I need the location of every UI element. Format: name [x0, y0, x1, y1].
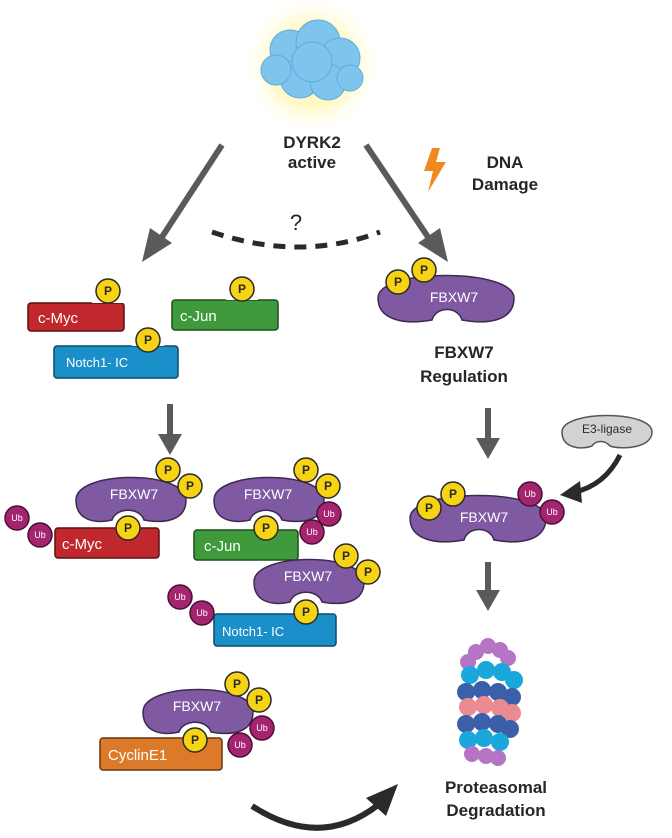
phospho-mark: P — [262, 521, 270, 535]
notch1-fbxw7-complex: Notch1- IC FBXW7 P P P Ub Ub — [167, 543, 381, 647]
phospho-mark: P — [238, 282, 246, 296]
question-mark: ? — [290, 210, 302, 235]
dna-damage-label: Damage — [472, 175, 538, 194]
lightning-icon — [424, 148, 446, 192]
fbxw7-ubiquitinated: FBXW7 P P Ub Ub — [409, 481, 565, 543]
phospho-mark: P — [420, 263, 428, 277]
ubiquitin-mark: Ub — [34, 530, 46, 540]
fbxw7-label: FBXW7 — [430, 289, 478, 305]
phospho-mark: P — [191, 733, 199, 747]
cmyc-phospho: c-Myc P — [27, 278, 125, 332]
arrow-left-from-dyrk2 — [142, 143, 225, 262]
ubiquitin-mark: Ub — [196, 608, 208, 618]
arrow-to-proteasome — [250, 784, 398, 831]
phospho-mark: P — [324, 479, 332, 493]
phospho-mark: P — [394, 275, 402, 289]
ubiquitin-mark: Ub — [256, 723, 268, 733]
arrow-down-left — [158, 404, 182, 455]
cmyc-label: c-Myc — [38, 310, 78, 327]
proteasome-icon — [457, 638, 523, 766]
ubiquitin-mark: Ub — [306, 527, 318, 537]
arrow-down-right-2 — [476, 562, 500, 611]
notch1-label: Notch1- IC — [222, 624, 284, 639]
arrow-right-from-dyrk2 — [363, 143, 448, 262]
dna-label: DNA — [487, 153, 524, 172]
phospho-mark: P — [104, 284, 112, 298]
phospho-mark: P — [124, 521, 132, 535]
fbxw7-label: FBXW7 — [244, 486, 292, 502]
fbxw7-label: FBXW7 — [284, 568, 332, 584]
phospho-mark: P — [364, 565, 372, 579]
fbxw7-phosphorylated: FBXW7 P P — [377, 257, 515, 323]
degradation-label: Degradation — [446, 801, 545, 820]
ubiquitin-mark: Ub — [174, 592, 186, 602]
cmyc-label: c-Myc — [62, 536, 102, 553]
dyrk2-cloud-icon — [242, 0, 382, 135]
e3-ligase-label: E3-ligase — [582, 422, 632, 436]
phospho-mark: P — [302, 605, 310, 619]
ubiquitin-mark: Ub — [546, 507, 558, 517]
phospho-mark: P — [302, 463, 310, 477]
ubiquitin-mark: Ub — [11, 513, 23, 523]
notch1-phospho: Notch1- IC P — [53, 327, 179, 379]
cjun-fbxw7-complex: c-Jun FBXW7 P P P Ub Ub — [193, 457, 342, 561]
cjun-phospho: c-Jun P — [171, 276, 279, 331]
ubiquitin-mark: Ub — [524, 489, 536, 499]
proteasomal-label: Proteasomal — [445, 778, 547, 797]
fbxw7-label: FBXW7 — [173, 698, 221, 714]
cjun-label: c-Jun — [180, 308, 217, 325]
arrow-down-right-1 — [476, 408, 500, 459]
phospho-mark: P — [233, 677, 241, 691]
fbxw7-label: FBXW7 — [460, 509, 508, 525]
cyclin-fbxw7-complex: CyclinE1 FBXW7 P P P Ub Ub — [99, 671, 275, 771]
dyrk2-label: DYRK2 — [283, 133, 341, 152]
cjun-label: c-Jun — [204, 538, 241, 555]
phospho-mark: P — [164, 463, 172, 477]
dyrk2-active-label: active — [288, 153, 336, 172]
phospho-mark: P — [342, 549, 350, 563]
phospho-mark: P — [449, 487, 457, 501]
fbxw7-regulation-subtitle: Regulation — [420, 367, 508, 386]
phospho-mark: P — [144, 333, 152, 347]
fbxw7-regulation-title: FBXW7 — [434, 343, 494, 362]
cyclin-label: CyclinE1 — [108, 747, 167, 764]
dashed-connection — [211, 229, 381, 250]
phospho-mark: P — [255, 693, 263, 707]
phospho-mark: P — [425, 501, 433, 515]
arrow-from-e3 — [560, 453, 623, 503]
ubiquitin-mark: Ub — [323, 509, 335, 519]
phospho-mark: P — [186, 479, 194, 493]
cmyc-fbxw7-complex: c-Myc FBXW7 P P P Ub Ub — [4, 457, 203, 559]
e3-ligase: E3-ligase — [561, 414, 653, 449]
notch1-label: Notch1- IC — [66, 355, 128, 370]
fbxw7-label: FBXW7 — [110, 486, 158, 502]
ubiquitin-mark: Ub — [234, 740, 246, 750]
